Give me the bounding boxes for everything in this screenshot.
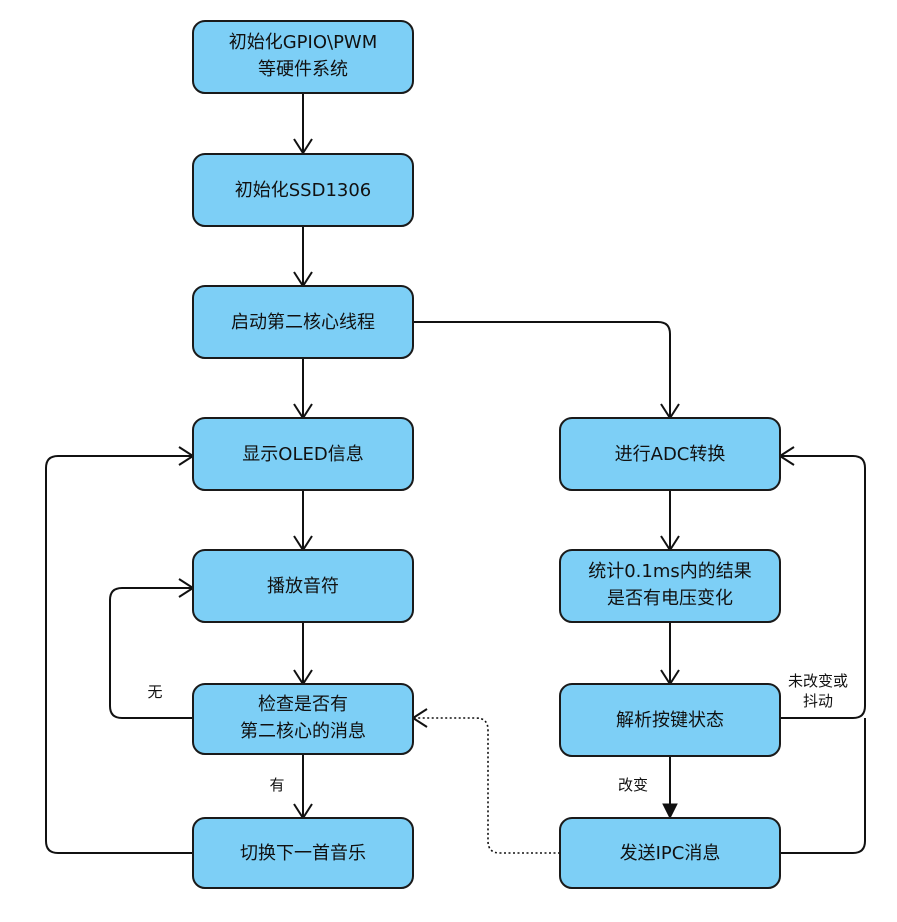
node-switch-song-label: 切换下一首音乐 bbox=[240, 843, 366, 864]
edge-label-yes: 有 bbox=[269, 776, 284, 794]
edge-start-core-to-adc bbox=[413, 321, 671, 418]
edge-switch-song-to-show-oled bbox=[45, 455, 193, 854]
edge-send-ipc-to-check-msg bbox=[413, 717, 560, 854]
edge-label-changed: 改变 bbox=[618, 776, 648, 794]
node-init-hw: 初始化GPIO\PWM 等硬件系统 bbox=[192, 20, 414, 94]
node-switch-song: 切换下一首音乐 bbox=[192, 817, 414, 889]
edge-label-no: 无 bbox=[147, 683, 162, 701]
node-send-ipc-label: 发送IPC消息 bbox=[620, 843, 721, 864]
node-adc: 进行ADC转换 bbox=[559, 417, 781, 491]
edge-check-msg-to-play-note bbox=[109, 587, 193, 719]
node-start-core: 启动第二核心线程 bbox=[192, 285, 414, 359]
edges bbox=[45, 93, 866, 854]
node-init-hw-line2: 等硬件系统 bbox=[258, 59, 348, 80]
node-show-oled: 显示OLED信息 bbox=[192, 417, 414, 491]
edge-label-unchanged-line1: 未改变或 bbox=[788, 672, 848, 690]
edge-label-unchanged-line2: 抖动 bbox=[803, 692, 833, 710]
edge-labels: 无 有 改变 未改变或 抖动 bbox=[147, 672, 848, 794]
node-parse-key-label: 解析按键状态 bbox=[616, 710, 724, 731]
node-init-ssd-label: 初始化SSD1306 bbox=[235, 180, 372, 201]
node-init-hw-line1: 初始化GPIO\PWM bbox=[229, 32, 378, 53]
edge-send-ipc-to-adc bbox=[780, 718, 866, 854]
node-show-oled-label: 显示OLED信息 bbox=[242, 444, 363, 465]
node-play-note-label: 播放音符 bbox=[267, 576, 339, 597]
node-parse-key: 解析按键状态 bbox=[559, 683, 781, 757]
node-check-msg: 检查是否有 第二核心的消息 bbox=[192, 683, 414, 755]
node-play-note: 播放音符 bbox=[192, 549, 414, 623]
node-check-msg-line1: 检查是否有 bbox=[258, 694, 348, 715]
node-adc-label: 进行ADC转换 bbox=[615, 444, 726, 465]
node-start-core-label: 启动第二核心线程 bbox=[231, 312, 375, 333]
node-send-ipc: 发送IPC消息 bbox=[559, 817, 781, 889]
arrowhead bbox=[662, 803, 678, 820]
node-init-ssd: 初始化SSD1306 bbox=[192, 153, 414, 227]
edge-parse-key-to-adc bbox=[780, 455, 866, 719]
node-check-msg-line2: 第二核心的消息 bbox=[240, 721, 366, 742]
node-stats: 统计0.1ms内的结果 是否有电压变化 bbox=[559, 549, 781, 623]
node-stats-line1: 统计0.1ms内的结果 bbox=[588, 561, 752, 582]
node-stats-line2: 是否有电压变化 bbox=[607, 588, 733, 609]
